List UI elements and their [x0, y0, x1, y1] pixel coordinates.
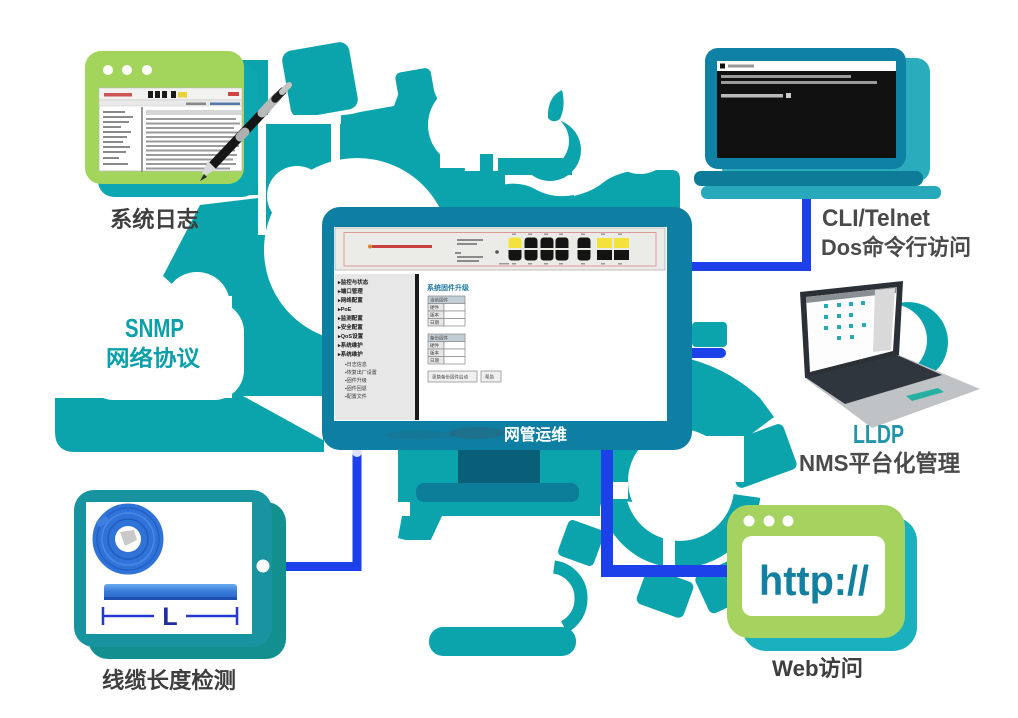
svg-text:系统日志: 系统日志 — [110, 207, 199, 232]
svg-text:▪日志信息: ▪日志信息 — [345, 361, 367, 368]
svg-text:▪固件升级: ▪固件升级 — [345, 377, 367, 384]
svg-text:▸端口管理: ▸端口管理 — [337, 287, 363, 295]
svg-text:线缆长度检测: 线缆长度检测 — [102, 668, 236, 693]
svg-text:▸网络配置: ▸网络配置 — [337, 296, 363, 304]
svg-text:▪固件回退: ▪固件回退 — [345, 385, 367, 392]
svg-text:▸PoE: ▸PoE — [337, 307, 352, 313]
svg-text:硬件: 硬件 — [430, 342, 439, 349]
svg-text:网络协议: 网络协议 — [106, 346, 201, 371]
svg-text:▪恢复出厂设置: ▪恢复出厂设置 — [345, 369, 377, 376]
svg-text:CLI/Telnet: CLI/Telnet — [822, 205, 930, 232]
svg-text:▸QoS设置: ▸QoS设置 — [337, 332, 364, 340]
svg-text:LLDP: LLDP — [853, 419, 904, 449]
svg-text:日期: 日期 — [430, 358, 439, 364]
svg-text:硬件: 硬件 — [430, 304, 439, 311]
svg-text:版本: 版本 — [430, 312, 439, 319]
svg-text:更换备份固件启动: 更换备份固件启动 — [432, 374, 468, 381]
svg-text:SNMP: SNMP — [125, 313, 184, 343]
svg-text:日期: 日期 — [430, 320, 439, 326]
svg-text:系统固件升级: 系统固件升级 — [427, 283, 470, 292]
svg-text:Dos命令行访问: Dos命令行访问 — [821, 235, 971, 260]
svg-text:▸监测配置: ▸监测配置 — [337, 314, 363, 322]
svg-text:▸安全配置: ▸安全配置 — [337, 323, 363, 331]
svg-text:备份固件: 备份固件 — [430, 335, 448, 342]
svg-text:▪配置文件: ▪配置文件 — [345, 393, 367, 400]
svg-text:Web访问: Web访问 — [772, 656, 863, 681]
svg-text:▸系统维护: ▸系统维护 — [337, 350, 363, 358]
svg-text:NMS平台化管理: NMS平台化管理 — [799, 450, 960, 476]
svg-text:http://: http:// — [759, 557, 869, 604]
svg-text:版本: 版本 — [430, 350, 439, 357]
svg-text:L: L — [162, 603, 177, 631]
svg-text:帮助: 帮助 — [485, 374, 494, 381]
svg-text:▸系统维护: ▸系统维护 — [337, 341, 363, 349]
svg-text:▸监控与状态: ▸监控与状态 — [337, 278, 369, 286]
svg-text:当前固件: 当前固件 — [430, 297, 448, 304]
svg-text:网管运维: 网管运维 — [504, 425, 567, 444]
